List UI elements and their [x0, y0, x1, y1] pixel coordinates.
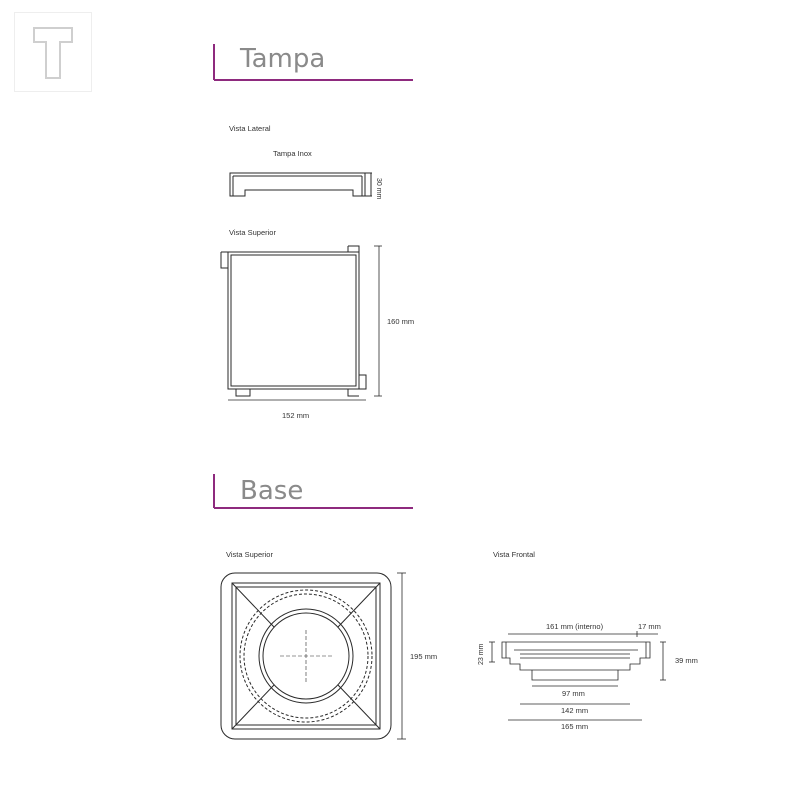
tampa-heading-bracket — [213, 44, 413, 81]
base-internal-width-dimension: 161 mm (interno) — [546, 622, 604, 631]
tampa-inox-label: Tampa Inox — [273, 149, 312, 158]
base-front-view-drawing — [489, 631, 666, 721]
tampa-top-height-dimension: 160 mm — [387, 317, 415, 326]
base-flange-dimension: 17 mm — [638, 622, 661, 631]
letter-t-logo-icon — [14, 12, 92, 92]
tampa-top-width-dimension: 152 mm — [282, 411, 310, 420]
tampa-side-view-drawing — [229, 172, 372, 197]
tampa-side-view-label: Vista Lateral — [229, 124, 271, 133]
base-front-view-label: Vista Frontal — [493, 550, 535, 559]
base-left-height-dimension: 23 mm — [478, 643, 485, 665]
base-top-view-label: Vista Superior — [226, 550, 273, 559]
base-97mm-dimension: 97 mm — [562, 689, 585, 698]
tampa-top-view-drawing — [220, 245, 382, 401]
tampa-height-dimension: 30 mm — [375, 178, 382, 200]
base-heading-bracket — [213, 474, 413, 509]
tampa-title: Tampa — [240, 44, 326, 74]
base-165mm-dimension: 165 mm — [561, 722, 589, 731]
base-title: Base — [240, 476, 304, 506]
base-top-height-dimension: 195 mm — [410, 652, 438, 661]
base-top-view-drawing — [220, 572, 406, 740]
base-total-height-dimension: 39 mm — [675, 656, 698, 665]
tampa-top-view-label: Vista Superior — [229, 228, 276, 237]
base-142mm-dimension: 142 mm — [561, 706, 589, 715]
